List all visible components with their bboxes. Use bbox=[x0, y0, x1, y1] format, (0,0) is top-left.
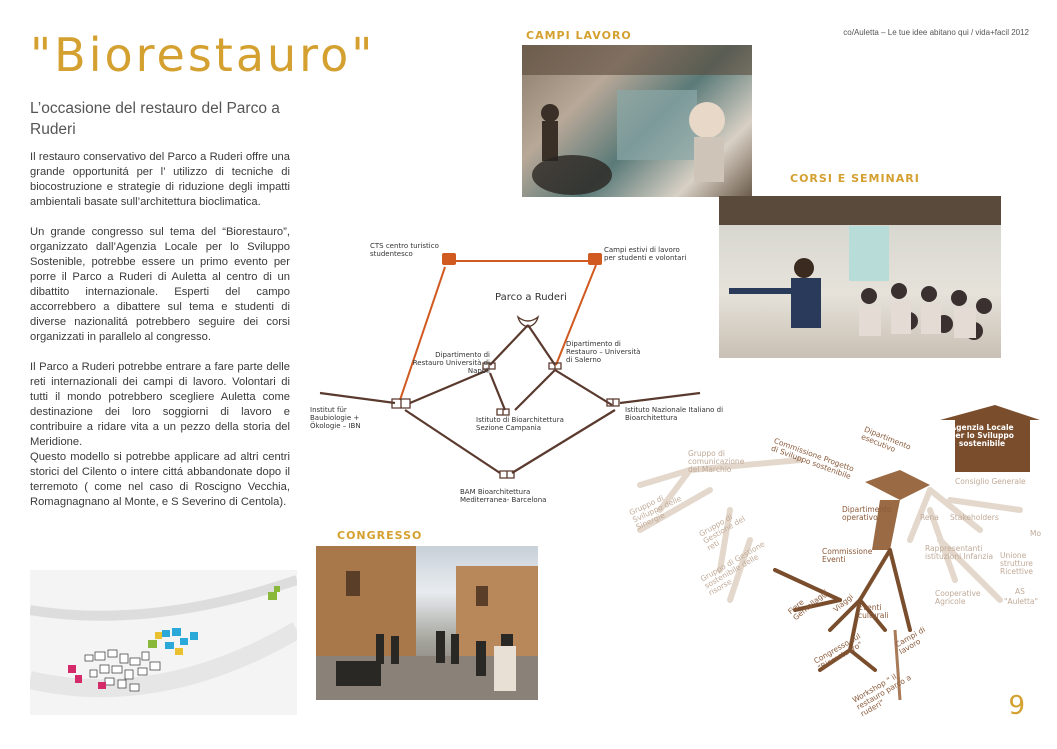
agency-box bbox=[955, 420, 1030, 472]
campi-silhouettes bbox=[522, 45, 752, 195]
paragraph-1: Il restauro conservativo del Parco a Rud… bbox=[30, 151, 290, 208]
book-icon-napoli bbox=[482, 362, 496, 370]
tree-rena: Rena bbox=[920, 513, 939, 522]
photo-congresso bbox=[316, 546, 538, 700]
label-campi-estivi: Campi estivi di lavoro per studenti e vo… bbox=[604, 246, 687, 262]
caption-campi: CAMPI LAVORO bbox=[526, 29, 632, 42]
tree-gruppo-comunicazione: Gruppo di comunicazione del Marchio bbox=[688, 449, 745, 474]
tree-commissione-eventi: Commissione Eventi bbox=[822, 547, 873, 564]
photo-campi-lavoro bbox=[522, 45, 752, 197]
map-drawing bbox=[27, 575, 302, 698]
label-bio-campania: Istituto di Bioarchitettura Sezione Camp… bbox=[476, 416, 564, 432]
photo-corsi-seminari bbox=[719, 196, 1001, 358]
site-map bbox=[27, 570, 302, 715]
book-icon-bam bbox=[499, 470, 515, 479]
tree-agency: Agenzia Locale per lo Sviluppo sostenibi… bbox=[950, 423, 1014, 448]
cts-node-icon bbox=[442, 253, 456, 265]
label-dip-salerno: Dipartimento di Restauro – Università di… bbox=[566, 340, 641, 364]
body-text: Il restauro conservativo del Parco a Rud… bbox=[30, 150, 290, 525]
book-icon-inbar bbox=[606, 398, 620, 407]
label-dip-napoli: Dipartimento di Restauro Università di N… bbox=[412, 351, 490, 375]
book-icon-campania bbox=[496, 408, 510, 416]
paragraph-3: Il Parco a Ruderi potrebbe entrare a far… bbox=[30, 361, 290, 448]
paragraph-4: Questo modello si potrebbe applicare ad … bbox=[30, 451, 290, 508]
tree-auletta: "Auletta" bbox=[1004, 597, 1038, 606]
book-icon-ibn bbox=[391, 398, 411, 409]
tree-mo: Mo bbox=[1030, 529, 1042, 538]
org-tree bbox=[637, 405, 1040, 701]
tree-stakeholders: Stakeholders bbox=[950, 513, 999, 522]
page-number: 9 bbox=[1008, 691, 1025, 721]
tree-consiglio: Consiglio Generale bbox=[955, 477, 1026, 486]
label-inbar: Istituto Nazionale Italiano di Bioarchit… bbox=[625, 406, 724, 422]
network-diagram bbox=[319, 253, 701, 479]
tree-cooperative: Cooperative Agricole bbox=[935, 589, 981, 606]
tree-unione: Unione strutture Ricettive bbox=[1000, 551, 1034, 576]
campi-node-icon bbox=[588, 253, 602, 265]
paragraph-2: Un grande congresso sul tema del “Biores… bbox=[30, 226, 290, 343]
tree-eventi-culturali: Eventi culturali bbox=[858, 603, 889, 620]
tree-rappresentanti: Rappresentanti istituzioni Infanzia bbox=[925, 544, 994, 561]
label-cts: CTS centro turistico studentesco bbox=[370, 242, 439, 258]
tree-dip-operativo: Dipartimento operativo bbox=[842, 505, 892, 522]
label-ibn: Institut für Baubiologie + Ökologie – IB… bbox=[310, 406, 361, 430]
tree-as: AS bbox=[1015, 587, 1025, 596]
caption-corsi: CORSI E SEMINARI bbox=[790, 172, 920, 185]
caption-congresso: CONGRESSO bbox=[337, 529, 423, 542]
label-bam: BAM Bioarchitettura Mediterranea- Barcel… bbox=[460, 488, 547, 504]
book-icon-salerno bbox=[548, 362, 562, 370]
parco-node-icon bbox=[516, 315, 540, 328]
page-subtitle: L’occasione del restauro del Parco a Rud… bbox=[30, 100, 280, 138]
header-text: co/Auletta – Le tue idee abitano qui / v… bbox=[843, 28, 1029, 37]
congresso-silhouettes bbox=[316, 546, 538, 700]
label-parco: Parco a Ruderi bbox=[495, 292, 567, 303]
page-title: "Biorestauro" bbox=[30, 28, 376, 82]
corsi-silhouettes bbox=[729, 226, 992, 340]
